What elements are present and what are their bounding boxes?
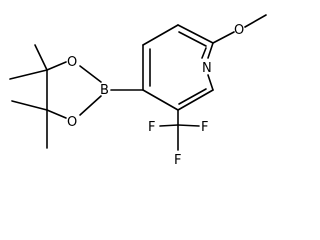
bond-o-lower-c: [46, 109, 67, 119]
bond-c6prime-c6-inner: [178, 31, 207, 47]
pinacol-boronate-group: B O O: [9, 44, 144, 149]
methoxy-group: O: [212, 14, 267, 44]
bond-methyl-upper-b: [9, 69, 48, 80]
atom-label-f-right: F: [201, 120, 208, 135]
atom-label-o-lower: O: [67, 115, 77, 130]
atom-label-o-methoxy: O: [234, 23, 244, 38]
atom-label-o-upper: O: [67, 55, 77, 70]
bond-c6prime-c6: [177, 24, 214, 44]
chemical-structure: O N F F F B O: [9, 14, 267, 168]
bond-methyl-o: [244, 14, 267, 28]
bond-cf3-fright: [177, 124, 200, 127]
atom-label-f-bottom: F: [174, 153, 181, 168]
bond-c2-c3-inner: [178, 88, 207, 105]
pyridine-ring: N: [142, 24, 214, 111]
trifluoromethyl-group: F F F: [148, 109, 208, 168]
atom-label-f-left: F: [148, 120, 155, 135]
bond-o-upper-c: [46, 61, 67, 71]
bond-b-o-lower: [79, 95, 102, 116]
bond-methyl-upper-a: [34, 44, 48, 71]
bond-methyl-lower-a: [11, 100, 48, 111]
bond-c2-c3: [177, 89, 214, 111]
bond-cf3-fleft: [159, 124, 179, 127]
bond-n-c2: [207, 74, 214, 91]
bond-c6-n-inner: [201, 47, 207, 59]
bond-o-c6: [212, 31, 235, 44]
bond-c5-c6prime: [142, 24, 179, 46]
bond-c3-c4: [142, 89, 179, 111]
atom-label-n: N: [202, 61, 212, 76]
atom-label-b: B: [100, 83, 109, 98]
bond-b-o-upper: [79, 65, 102, 83]
bond-c6-n: [207, 42, 214, 59]
